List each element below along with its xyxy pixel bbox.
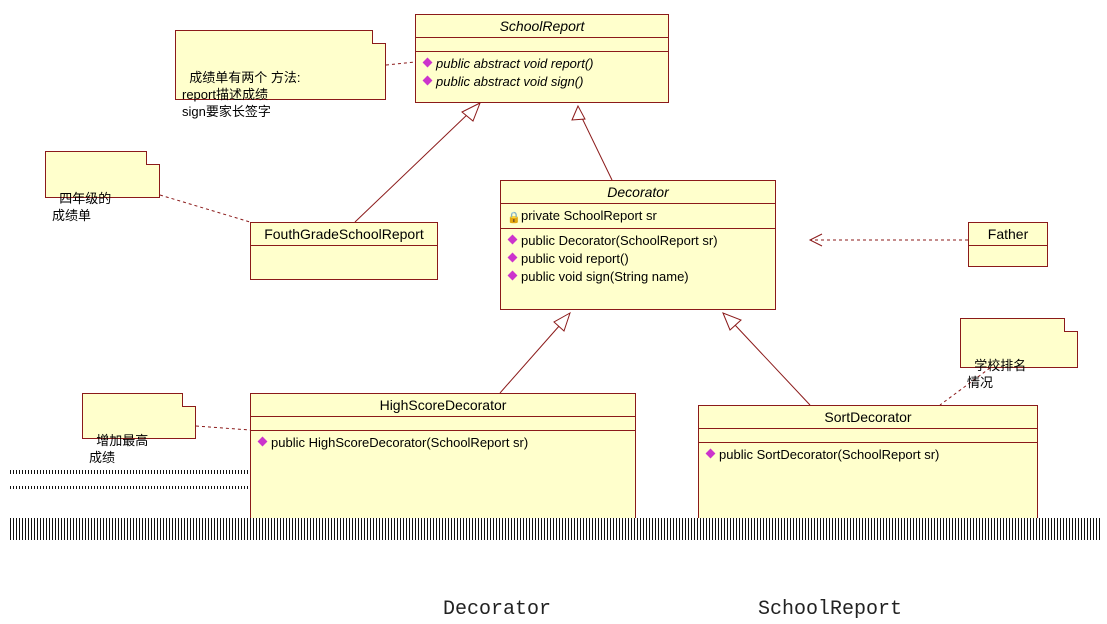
class-name: Decorator: [501, 181, 775, 204]
operation-section: public Decorator(SchoolReport sr) public…: [501, 229, 775, 289]
attribute-label: private SchoolReport sr: [521, 208, 657, 223]
operation-label: public Decorator(SchoolReport sr): [521, 233, 718, 248]
operation: public SortDecorator(SchoolReport sr): [705, 446, 1033, 464]
class-name: SortDecorator: [699, 406, 1037, 429]
note-fold-icon: [372, 30, 386, 44]
operation: public void sign(String name): [507, 268, 771, 286]
operation-section: public HighScoreDecorator(SchoolReport s…: [251, 431, 635, 455]
attribute-section: 🔒private SchoolReport sr: [501, 204, 775, 229]
operation-section: public SortDecorator(SchoolReport sr): [699, 443, 1037, 467]
operation-label: public abstract void report(): [436, 56, 594, 71]
note-text: 成绩单有两个 方法: report描述成绩 sign要家长签字: [182, 70, 301, 119]
class-sort-decorator[interactable]: SortDecorator public SortDecorator(Schoo…: [698, 405, 1038, 523]
operation: public HighScoreDecorator(SchoolReport s…: [257, 434, 631, 452]
note-high-score[interactable]: 增加最高 成绩: [82, 393, 196, 465]
operation-icon: [705, 448, 716, 459]
operation-icon: [507, 270, 518, 281]
rendering-artifact: [10, 470, 250, 474]
class-name: Father: [969, 223, 1047, 246]
note-text: 四年级的 成绩单: [52, 191, 112, 223]
operation-icon: [422, 57, 433, 68]
operation-label: public void report(): [521, 251, 629, 266]
operation: public abstract void sign(): [422, 73, 664, 91]
attribute-section: [699, 429, 1037, 443]
note-school-report[interactable]: 成绩单有两个 方法: report描述成绩 sign要家长签字: [175, 30, 386, 119]
operation-icon: [507, 252, 518, 263]
attribute: 🔒private SchoolReport sr: [507, 207, 771, 225]
operation-icon: [257, 436, 268, 447]
operation-label: public abstract void sign(): [436, 74, 584, 89]
class-name: SchoolReport: [416, 15, 668, 38]
note-fold-icon: [1064, 318, 1078, 332]
operation-label: public HighScoreDecorator(SchoolReport s…: [271, 435, 529, 450]
note-fold-icon: [182, 393, 196, 407]
note-text: 学校排名 情况: [967, 358, 1027, 390]
note-text: 增加最高 成绩: [89, 433, 149, 465]
note-sort[interactable]: 学校排名 情况: [960, 318, 1078, 390]
class-school-report[interactable]: SchoolReport public abstract void report…: [415, 14, 669, 103]
attribute-section: [969, 246, 1047, 256]
operation: public void report(): [507, 250, 771, 268]
caption-school-report: SchoolReport: [758, 598, 903, 621]
attribute-section: [416, 38, 668, 52]
class-high-score-decorator[interactable]: HighScoreDecorator public HighScoreDecor…: [250, 393, 636, 523]
class-fourth-grade-report[interactable]: FouthGradeSchoolReport: [250, 222, 438, 280]
private-lock-icon: 🔒: [507, 212, 521, 224]
rendering-artifact: [10, 518, 1100, 540]
operation: public Decorator(SchoolReport sr): [507, 232, 771, 250]
class-name: FouthGradeSchoolReport: [251, 223, 437, 246]
attribute-section: [251, 246, 437, 260]
operation-label: public void sign(String name): [521, 269, 689, 284]
class-decorator[interactable]: Decorator 🔒private SchoolReport sr publi…: [500, 180, 776, 310]
attribute-section: [251, 417, 635, 431]
rendering-artifact: [10, 486, 250, 489]
operation-section: public abstract void report() public abs…: [416, 52, 668, 94]
class-name: HighScoreDecorator: [251, 394, 635, 417]
operation-icon: [507, 234, 518, 245]
operation-label: public SortDecorator(SchoolReport sr): [719, 447, 940, 462]
class-father[interactable]: Father: [968, 222, 1048, 267]
operation: public abstract void report(): [422, 55, 664, 73]
operation-icon: [422, 75, 433, 86]
note-fold-icon: [146, 151, 160, 165]
note-fourth-grade[interactable]: 四年级的 成绩单: [45, 151, 160, 223]
caption-decorator: Decorator: [443, 598, 552, 621]
